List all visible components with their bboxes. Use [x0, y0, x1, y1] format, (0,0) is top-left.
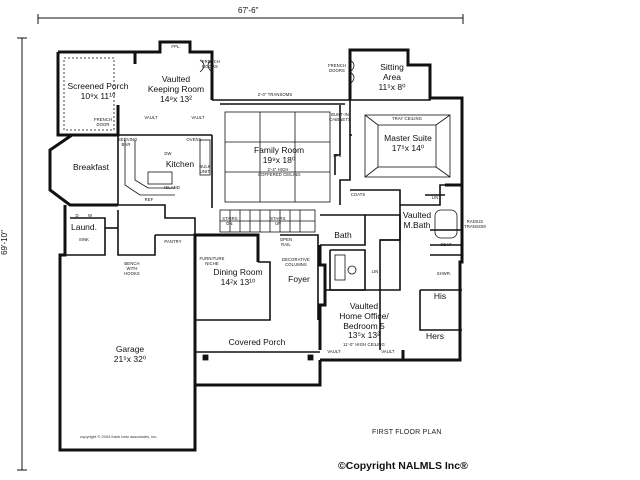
sitting-area-name1: Sitting [380, 62, 404, 72]
master-bath-name2: M.Bath [403, 219, 431, 230]
stairs-dn-note: STAIRS DN. [222, 216, 238, 226]
master-suite-label: Master Suite 17⁵x 14⁰ [376, 133, 440, 154]
bulk-unit-note: BULK UNIT [199, 164, 211, 174]
coats-note: COATS [350, 192, 366, 197]
vault-d-note: VAULT [381, 349, 395, 354]
coffered-ceiling-note: 2'-4" HIGH COFFERED CEILING [258, 167, 301, 178]
his-closet-label: His [433, 291, 447, 301]
ref-note: REF [144, 197, 154, 202]
family-room-label: Family Room 19⁹x 18⁰ [240, 145, 318, 166]
lin-bottom-note: LIN [371, 269, 379, 274]
tray-ceiling-note: TRAY CEILING [392, 116, 422, 121]
garage-size: 21⁵x 32⁰ [113, 353, 147, 364]
dw-note: DW [164, 151, 172, 156]
keeping-room-name1: Vaulted [161, 74, 191, 84]
keeping-room-size: 14⁹x 13² [160, 93, 192, 104]
vault-c-note: VAULT [327, 349, 341, 354]
master-bath-name1: Vaulted [402, 210, 432, 220]
french-doors-left-note: FRENCH DOORS [202, 59, 221, 69]
family-room-note2: COFFERED CEILING [258, 171, 301, 177]
master-bath-label: Vaulted M.Bath [400, 210, 434, 231]
serving-bar-note: SERVING BAR [118, 137, 138, 147]
vault-a-note: VAULT [144, 115, 158, 120]
foyer-label: Foyer [288, 274, 310, 284]
open-rail-note: OPEN RAIL [279, 237, 293, 247]
keeping-room-name2: Keeping Room [147, 83, 205, 94]
frank-betz-copyright: copyright © 2004 frank betz associates, … [80, 434, 158, 439]
garage-name: Garage [115, 344, 145, 354]
screened-porch-label: Screened Porch 10⁹x 11¹⁰ [64, 81, 132, 102]
furniture-niche-note: FURNITURE NICHE [199, 256, 225, 266]
lin-top-note: LIN [431, 195, 439, 200]
bath-label: Bath [334, 230, 352, 240]
bench-hooks-note: BENCH WITH HOOKS [124, 261, 140, 276]
family-room-size: 19⁹x 18⁰ [262, 154, 296, 165]
sitting-area-label: Sitting Area 11⁵x 8⁰ [364, 62, 420, 92]
hers-closet-label: Hers [426, 331, 444, 341]
sitting-area-size: 11⁵x 8⁰ [378, 81, 406, 92]
width-dimension: 67'-6" [238, 6, 259, 15]
office-ceiling-note: 11'-0" HIGH CEILING [343, 342, 385, 347]
kitchen-label: Kitchen [165, 159, 195, 169]
first-floor-plan-title: FIRST FLOOR PLAN [372, 429, 442, 436]
shower-note: SHWR. [436, 271, 452, 276]
vault-b-note: VAULT [191, 115, 205, 120]
keeping-room-label: Vaulted Keeping Room 14⁹x 13² [138, 74, 214, 104]
screened-porch-size: 10⁹x 11¹⁰ [80, 90, 116, 101]
ovens-note: OVENS [186, 137, 202, 142]
office-name3: Bedroom 5 [343, 320, 385, 331]
master-suite-size: 17⁵x 14⁰ [391, 142, 425, 153]
garage-label: Garage 21⁵x 32⁰ [100, 344, 160, 365]
french-doors-right-note: FRENCH DOORS [327, 63, 347, 73]
dryer-note: D [75, 213, 79, 218]
laundry-label: Laund. [71, 222, 97, 232]
seat-note: SEAT [440, 242, 452, 247]
washer-note: W [87, 213, 93, 218]
sitting-area-name2: Area [383, 71, 401, 82]
breakfast-label: Breakfast [73, 162, 109, 172]
french-door-note: FRENCH DOOR [93, 117, 113, 127]
pantry-note: PANTRY [164, 239, 182, 244]
nalmls-copyright: ©Copyright NALMLS Inc® [338, 460, 468, 472]
stairs-up-note: STAIRS UP [270, 216, 286, 226]
master-suite-name: Master Suite [384, 133, 432, 143]
office-name2: Home Office/ [339, 310, 389, 321]
fpl-mid-note: FPL. [333, 153, 343, 158]
island-note: ISLAND [164, 185, 180, 190]
covered-porch-label: Covered Porch [228, 337, 286, 347]
depth-dimension: 69'-10" [0, 230, 9, 255]
builtin-cabinets-note: BUILT-IN CABINETS [329, 112, 351, 122]
dining-room-name: Dining Room [213, 267, 263, 277]
dining-room-label: Dining Room 14⁲x 13¹⁰ [208, 267, 268, 288]
family-room-name: Family Room [253, 145, 305, 155]
transoms-note: 2'-0" TRANSOMS [257, 92, 293, 97]
dining-room-size: 14⁲x 13¹⁰ [220, 276, 256, 287]
radius-transom-note: RADIUS TRANSOM [464, 219, 486, 229]
sink-note: SINK [78, 237, 90, 242]
family-room-note1: 2'-4" HIGH [267, 167, 289, 172]
office-size: 13⁵x 13² [348, 330, 380, 341]
office-name1: Vaulted [349, 301, 379, 311]
decorative-columns-note: DECORATIVE COLUMNS [282, 257, 310, 267]
screened-porch-name: Screened Porch [67, 81, 129, 91]
fpl-top-note: FPL. [171, 44, 181, 49]
office-label: Vaulted Home Office/ Bedroom 5 13⁵x 13² [330, 301, 398, 341]
